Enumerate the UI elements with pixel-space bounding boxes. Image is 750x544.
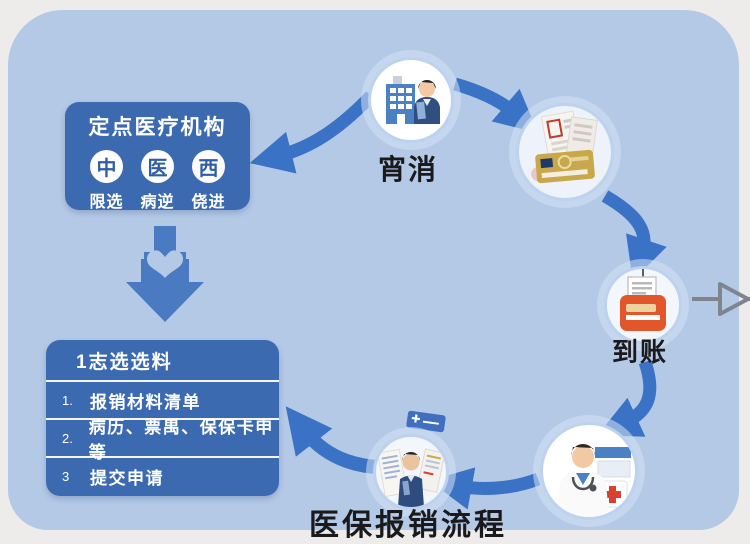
item-text: 提交申请 <box>90 468 164 488</box>
applicant-label: 宵消 <box>377 154 438 185</box>
printer-receipt-icon <box>620 269 666 331</box>
yi-circle-icon: 医 <box>140 150 174 183</box>
xi-circle-icon: 西 <box>192 150 225 183</box>
circle-label: 病逆 <box>140 194 175 211</box>
hospital-type-row: 中 限选 医 病逆 西 侥进 <box>65 150 250 212</box>
circle-label: 侥进 <box>191 194 226 211</box>
building-person-icon <box>386 76 440 124</box>
circle-char: 医 <box>147 158 168 180</box>
arrow-arrival-to-doctor <box>597 359 657 437</box>
checklist-item: 2. 病历、票禺、保保卡申等 <box>46 418 279 462</box>
background-card: 定点医疗机构 中 限选 医 病逆 西 侥进 <box>8 10 750 542</box>
doctor-node <box>540 422 638 520</box>
submitter-node <box>373 434 449 510</box>
transfer-arrow-icon <box>692 282 750 316</box>
heart-down-arrow-icon <box>126 226 204 322</box>
arrow-applicant-to-documents <box>453 77 539 133</box>
process-title: 医保报销流程 <box>309 509 507 542</box>
arrival-label: 到账 <box>611 337 668 367</box>
person-documents-icon <box>377 448 446 507</box>
item-number: 3 <box>62 468 70 484</box>
hospital-type-item: 医 病逆 <box>140 150 174 212</box>
arrow-documents-to-arrival <box>601 190 667 281</box>
designated-hospital-box: 定点医疗机构 中 限选 医 病逆 西 侥进 <box>65 102 250 212</box>
arrow-applicant-to-hospital <box>249 91 376 174</box>
arrow-doctor-to-submitter <box>429 467 541 510</box>
doctor-icon <box>557 444 631 517</box>
hospital-type-item: 中 限选 <box>89 150 123 212</box>
circle-char: 西 <box>198 158 219 180</box>
item-number: 1. <box>62 392 73 408</box>
zhong-circle-icon: 中 <box>89 150 123 183</box>
documents-card-icon <box>531 110 598 184</box>
materials-checklist-box: 1志选选料 1. 报销材料清单 2. 病历、票禺、保保卡申等 3 提交申请 <box>46 340 279 496</box>
circle-char: 中 <box>96 158 117 180</box>
item-number: 2. <box>62 430 73 446</box>
circle-label: 限选 <box>89 194 124 211</box>
arrival-node <box>604 266 682 344</box>
designated-hospital-title: 定点医疗机构 <box>88 116 227 139</box>
submit-tag-icon: ✚ <box>406 410 446 433</box>
hospital-type-item: 西 侥进 <box>192 150 226 212</box>
item-text: 病历、票禺、保保卡申等 <box>88 418 274 462</box>
applicant-node <box>368 57 454 143</box>
documents-card-node <box>516 103 614 201</box>
item-text: 报销材料清单 <box>90 392 201 412</box>
checklist-header: 1志选选料 <box>76 351 173 373</box>
checklist-item: 3 提交申请 <box>46 456 279 494</box>
checklist-item: 1. 报销材料清单 <box>46 380 279 418</box>
